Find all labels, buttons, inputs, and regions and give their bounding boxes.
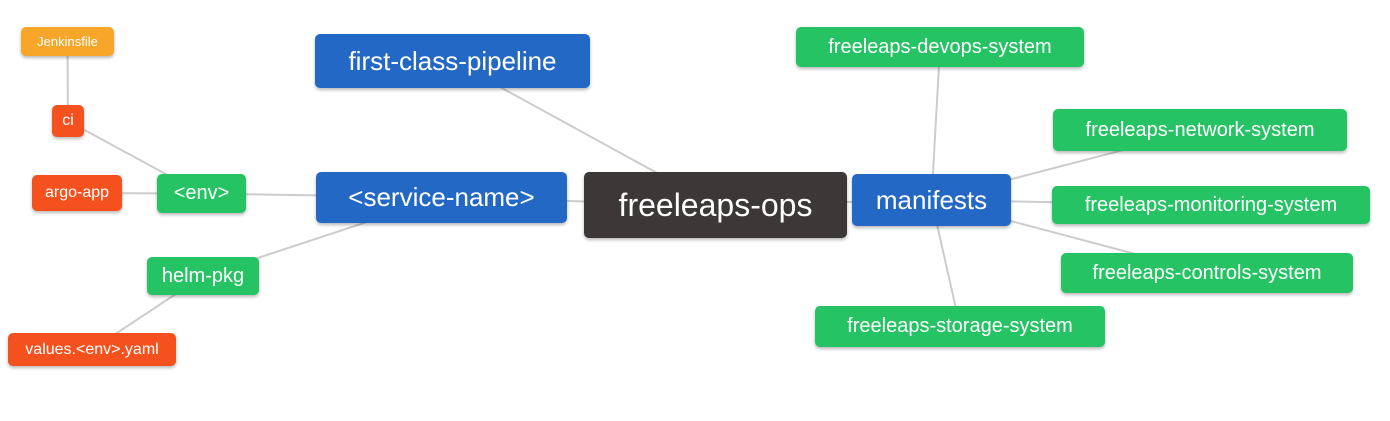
node-label: values.<env>.yaml [25,340,159,358]
node-env[interactable]: <env> [157,174,246,213]
node-label: ci [62,112,74,129]
node-manifests[interactable]: manifests [852,174,1011,226]
node-label: freeleaps-devops-system [828,35,1052,58]
node-label: Jenkinsfile [37,34,98,49]
node-freeleaps-storage-system[interactable]: freeleaps-storage-system [815,306,1105,347]
node-label: <service-name> [348,182,535,212]
node-first-class-pipeline[interactable]: first-class-pipeline [315,34,590,88]
node-freeleaps-monitoring-system[interactable]: freeleaps-monitoring-system [1052,186,1370,224]
node-label: freeleaps-ops [618,186,813,223]
node-freeleaps-devops-system[interactable]: freeleaps-devops-system [796,27,1084,67]
node-label: manifests [875,184,988,215]
node-jenkinsfile[interactable]: Jenkinsfile [21,27,114,56]
node-label: first-class-pipeline [348,45,557,76]
node-label: <env> [173,182,230,204]
node-freeleaps-network-system[interactable]: freeleaps-network-system [1053,109,1347,151]
node-label: argo-app [44,184,110,201]
node-label: freeleaps-controls-system [1092,261,1322,284]
node-freeleaps-ops[interactable]: freeleaps-ops [584,172,847,238]
node-label: freeleaps-monitoring-system [1084,193,1338,216]
node-helm-pkg[interactable]: helm-pkg [147,257,259,295]
node-label: helm-pkg [161,264,245,287]
node-label: freeleaps-network-system [1085,118,1315,141]
node-ci[interactable]: ci [52,105,84,137]
node-freeleaps-controls-system[interactable]: freeleaps-controls-system [1061,253,1353,293]
node-service-name[interactable]: <service-name> [316,172,567,223]
node-argo-app[interactable]: argo-app [32,175,122,211]
node-label: freeleaps-storage-system [847,315,1073,337]
node-values-env-yaml[interactable]: values.<env>.yaml [8,333,176,366]
